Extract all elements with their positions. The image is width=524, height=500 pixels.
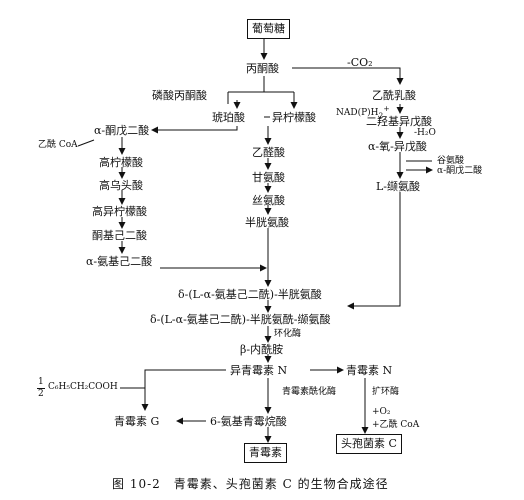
lactam-label: β-内酰胺 [240,343,284,356]
cephalosporin-box: 头孢菌素 C [336,434,402,454]
penicillin-label: 青霉素 [249,446,282,459]
pyruvate-label: 丙酮酸 [246,62,279,75]
acetylcoa-left-label: 乙酰 CoA [38,140,78,150]
phenylacetic-label: C₆H₅CH₂COOH [48,382,118,392]
cyclase-annotation: 环化酶 [274,329,302,339]
cysteine-label: 半胱氨酸 [245,216,289,229]
tripeptide-label: δ-(L-α-氨基己二酰)-半胱氨酰-缬氨酸 [150,313,331,326]
arrow-to-penicillin-g [141,369,226,411]
penicillin-n-label: 青霉素 N [346,364,393,377]
co2-annotation: -CO₂ [347,56,373,69]
cephalosporin-label: 头孢菌素 C [341,437,397,450]
akg-label: α-酮戊二酸 [94,124,150,137]
aminoadipate-label: α-氨基己二酸 [86,255,153,268]
valine-label: L-缬氨酸 [376,180,421,193]
akg-side-annotation: α-酮戊二酸 [437,166,483,176]
expandase-annotation: 扩环酶 [372,387,400,397]
dipeptide-label: δ-(L-α-氨基己二酰)-半胱氨酸 [178,288,322,301]
figure-caption: 图 10-2 青霉素、头孢菌素 C 的生物合成途径 [112,477,389,491]
glucose-box: 葡萄糖 [247,19,290,39]
pep-label: 磷酸丙酮酸 [152,89,207,102]
arrow-to-akg [151,126,238,134]
penicillin-box: 青霉素 [244,443,287,463]
o2-annotation: +O₂ [372,407,391,417]
apa-label: 6-氨基青霉烷酸 [210,415,287,428]
penicillin-g-label: 青霉素 G [114,415,160,428]
glucose-label: 葡萄糖 [252,22,285,35]
acetolactate-label: 乙酰乳酸 [372,89,416,102]
homoisocitrate-label: 高异柠檬酸 [92,205,147,218]
isopenicillin-label: 异青霉素 N [230,364,288,377]
serine-label: 丝氨酸 [252,194,285,207]
glyoxylate-label: 乙醛酸 [252,146,285,159]
arrow-pyruvate-acetolactate [292,67,404,85]
ketoisovalerate-label: α-氧-异戊酸 [368,140,427,153]
succinate-label: 琥珀酸 [212,111,245,124]
acetylcoa-right-annotation: +乙酰 CoA [372,420,420,430]
h2o-annotation: -H₂O [414,128,436,138]
isocitrate-label: 异柠檬酸 [272,111,316,124]
arrow-valine-tripeptide [347,192,401,310]
homocitrate-label: 高柠檬酸 [99,156,143,169]
dihydroxyisovalerate-label: 二羟基异戊酸 [366,115,432,128]
ketoadipate-label: 酮基己二酸 [92,229,147,242]
homoaconitate-label: 高乌头酸 [99,179,143,192]
glutamate-annotation: 谷氨酸 [437,156,465,166]
glycine-label: 甘氨酸 [252,171,285,184]
nadph-annotation: NAD(P)H2+ [336,104,390,120]
acylase-annotation: 青霉素酰化酶 [282,387,337,397]
